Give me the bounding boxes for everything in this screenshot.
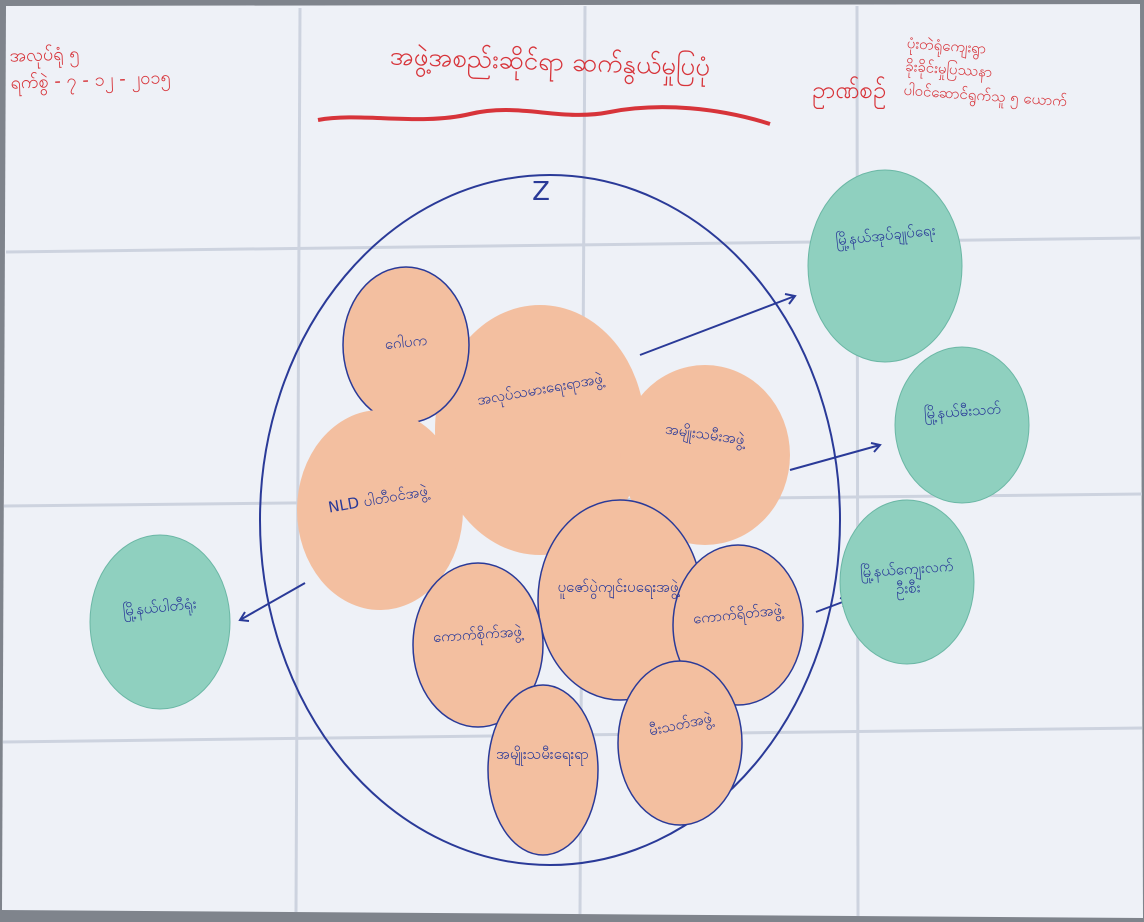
community-boundary bbox=[259, 174, 841, 866]
title-underline bbox=[317, 105, 771, 126]
inner-circle-labour bbox=[435, 305, 645, 555]
inner-circle-harvest bbox=[672, 544, 804, 706]
outer-circle-fire bbox=[894, 346, 1030, 504]
inner-circle-fireteam bbox=[617, 660, 743, 826]
inner-circle-nld bbox=[297, 410, 463, 610]
inner-circles bbox=[297, 266, 804, 856]
outer-circles bbox=[89, 169, 1030, 710]
inner-circle-gawpaka bbox=[342, 266, 470, 424]
outer-circle-admin bbox=[807, 169, 963, 363]
inner-circle-women bbox=[620, 365, 790, 545]
inner-circle-planting bbox=[412, 562, 544, 728]
outer-circle-rural bbox=[839, 499, 975, 665]
outer-circle-party bbox=[89, 534, 231, 710]
inner-circle-womenaffairs bbox=[487, 684, 599, 856]
